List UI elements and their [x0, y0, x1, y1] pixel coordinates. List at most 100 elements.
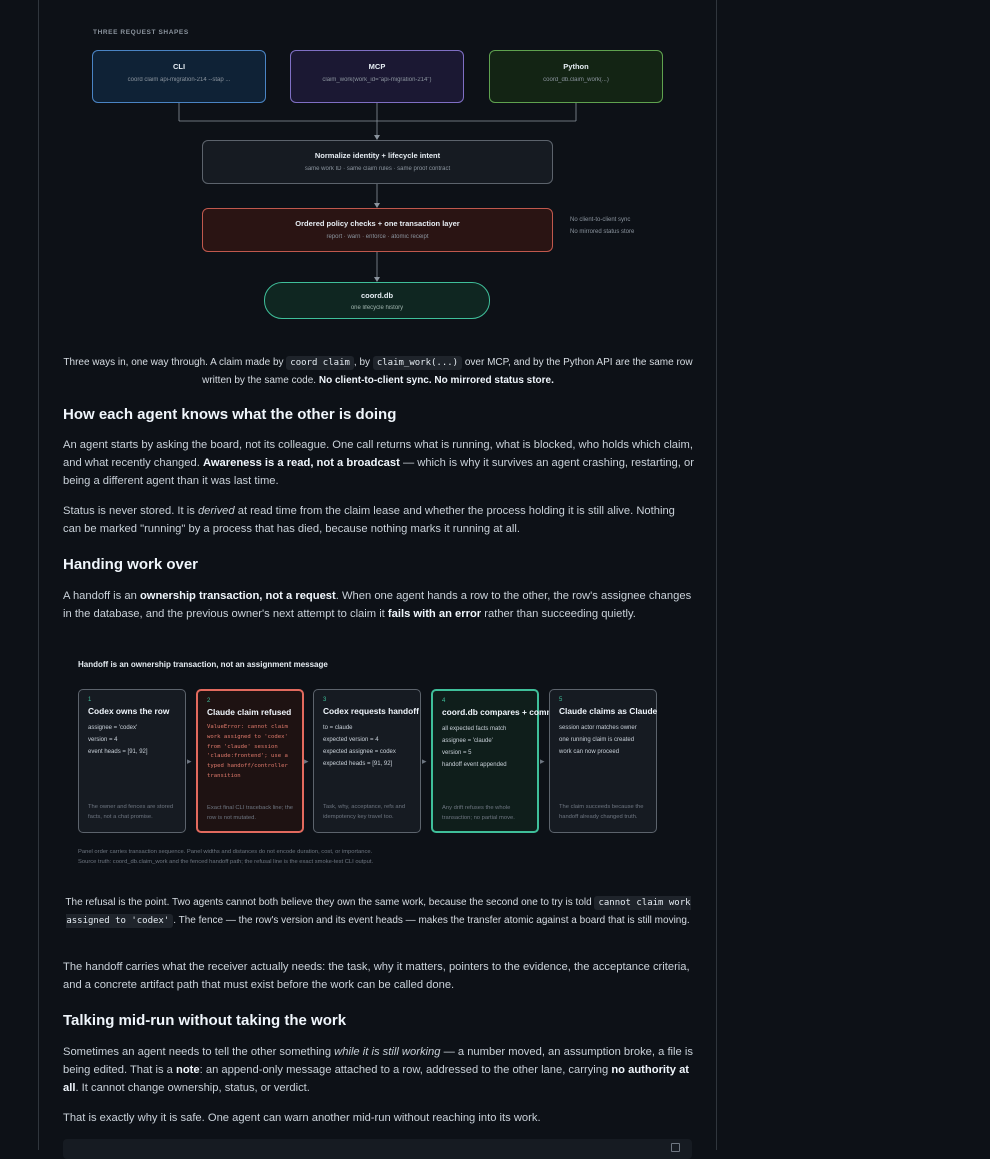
footnote-line: Source truth: coord_db.claim_work and th…: [78, 859, 374, 865]
normalize-box: Normalize identity + lifecycle intent sa…: [202, 140, 553, 184]
panel-number: 1: [88, 697, 92, 703]
text: A handoff is an: [63, 590, 140, 602]
error-line: transition: [207, 772, 241, 779]
error-line: ValueError: cannot claim: [207, 724, 288, 730]
cli-box: CLI coord claim api-migration-214 --stap…: [92, 50, 266, 103]
section-heading: Talking mid-run without taking the work: [63, 1012, 347, 1029]
bold-text: fails with an error: [387, 608, 482, 620]
panel-footnote: Exact final CLI traceback line; the row …: [207, 805, 294, 821]
panel-footnote: The owner and fences are stored facts, n…: [88, 804, 174, 820]
panel-title: Codex owns the row: [88, 706, 170, 716]
panel-number: 5: [559, 697, 563, 703]
panel-number: 4: [442, 698, 446, 704]
error-line: from 'claude' session: [207, 743, 278, 750]
text: at read time from the claim lease and wh…: [63, 505, 675, 535]
coord-db-box: coord.db one lifecycle history: [264, 282, 490, 319]
paragraph: The handoff carries what the receiver ac…: [63, 961, 690, 991]
section-heading: How each agent knows what the other is d…: [63, 406, 397, 423]
caption-text: Three ways in, one way through. A claim …: [63, 357, 287, 368]
diagram-caption: The refusal is the point. Two agents can…: [63, 894, 693, 930]
caption-text: , by: [353, 357, 373, 368]
panel-title: Codex requests handoff: [323, 706, 419, 716]
policy-sub: report · warn · enforce · atomic receipt: [326, 234, 429, 240]
python-call: coord_db.claim_work(...): [543, 77, 609, 83]
side-note-line: No mirrored status store: [570, 229, 635, 235]
fact: one running claim is created: [559, 737, 635, 743]
handoff-panel: 3 Codex requests handoff to = claude exp…: [313, 689, 421, 833]
mcp-title: MCP: [368, 62, 386, 71]
panel-facts: session actor matches owner one running …: [559, 722, 656, 758]
error-line: work assigned to 'codex': [207, 733, 288, 740]
cli-title: CLI: [172, 62, 186, 71]
footnote-line: Panel order carries transaction sequence…: [78, 849, 373, 855]
arrow-right-icon: ▸: [422, 756, 427, 766]
handoff-panel-commit: 4 coord.db compares + commits all expect…: [431, 689, 564, 833]
side-note: No client-to-client sync No mirrored sta…: [570, 214, 634, 238]
panel-error: ValueError: cannot claim work assigned t…: [207, 723, 302, 782]
policy-box: Ordered policy checks + one transaction …: [202, 208, 553, 252]
italic-text: derived: [197, 505, 235, 517]
section-heading: Handing work over: [63, 556, 199, 573]
fact: assignee = 'codex': [88, 725, 138, 731]
italic-text: while it is still working: [334, 1046, 441, 1058]
normalize-title: Normalize identity + lifecycle intent: [314, 151, 441, 160]
arrow-right-icon: ▸: [540, 756, 545, 766]
cli-command: coord claim api-migration-214 --stap ...: [127, 77, 231, 83]
fact: assignee = 'claude': [442, 738, 493, 744]
paragraph: An agent starts by asking the board, not…: [63, 436, 695, 490]
text: An agent starts by asking the board, not…: [63, 439, 693, 469]
text: Sometimes an agent needs to tell the oth…: [63, 1046, 335, 1058]
fact: expected assignee = codex: [323, 749, 396, 755]
bold-text: Awareness is a read, not a broadcast: [202, 457, 400, 469]
panel-title: Claude claims as Claude: [559, 706, 658, 716]
inline-code: coord claim: [286, 356, 354, 370]
bold-text: note: [176, 1064, 200, 1076]
policy-title: Ordered policy checks + one transaction …: [295, 219, 460, 228]
handoff-diagram-title: Handoff is an ownership transaction, not…: [78, 660, 328, 669]
panel-facts: assignee = 'codex' version = 4 event hea…: [88, 722, 185, 758]
text: . When one agent hands a row to the othe…: [63, 590, 692, 620]
inline-code: claim_work(...): [372, 356, 463, 370]
text: : an append-only message attached to a r…: [199, 1064, 612, 1076]
fact: handoff event appended: [442, 762, 507, 768]
diagram-footnote: Panel order carries transaction sequence…: [78, 847, 373, 867]
paragraph: A handoff is an ownership transaction, n…: [63, 587, 695, 623]
diagram-caption: Three ways in, one way through. A claim …: [63, 354, 693, 390]
error-line: 'claude:frontend'; use a: [207, 753, 288, 760]
python-box: Python coord_db.claim_work(...): [489, 50, 663, 103]
mcp-call: claim_work(work_id="api-migration-214"): [322, 77, 432, 83]
text: — which is why it survives an agent cras…: [63, 457, 694, 487]
side-note-line: No client-to-client sync: [570, 217, 631, 223]
text: Status is never stored. It is: [63, 505, 198, 517]
fact: version = 4: [88, 737, 118, 743]
arrow-right-icon: ▸: [304, 756, 309, 766]
normalize-sub: same work ID · same claim rules · same p…: [304, 166, 451, 172]
panel-facts: all expected facts match assignee = 'cla…: [442, 723, 537, 771]
arrow-right-icon: ▸: [187, 756, 192, 766]
panel-title: coord.db compares + commits: [442, 707, 564, 717]
caption-bold: No client-to-client sync. No mirrored st…: [318, 375, 554, 386]
caption-text: . The fence — the row's version and its …: [173, 915, 690, 926]
handoff-panel-refused: 2 Claude claim refused ValueError: canno…: [196, 689, 304, 833]
caption-text: The refusal is the point. Two agents can…: [65, 897, 595, 908]
handoff-panel: 1 Codex owns the row assignee = 'codex' …: [78, 689, 186, 833]
paragraph: Status is never stored. It is derived at…: [63, 502, 695, 538]
copy-icon[interactable]: [671, 1143, 680, 1152]
panel-number: 3: [323, 697, 327, 703]
fact: session actor matches owner: [559, 725, 637, 731]
panel-footnote: Any drift refuses the whole transaction;…: [442, 805, 515, 821]
error-line: typed handoff/controller: [207, 763, 288, 770]
mcp-box: MCP claim_work(work_id="api-migration-21…: [290, 50, 464, 103]
fact: event heads = [91, 92]: [88, 749, 148, 755]
coord-db-title: coord.db: [360, 291, 394, 300]
bold-text: no authority at all: [63, 1064, 690, 1094]
fact: expected heads = [91, 92]: [323, 761, 393, 767]
page-border-left: [38, 0, 39, 1150]
panel-footnote: The claim succeeds because the handoff a…: [559, 804, 644, 820]
fact: all expected facts match: [442, 726, 507, 732]
fact: work can now proceed: [559, 749, 620, 755]
page-border-right: [716, 0, 717, 1150]
diagram-connectors: [178, 103, 577, 282]
panel-title: Claude claim refused: [207, 707, 292, 717]
request-shapes-diagram: THREE REQUEST SHAPES CLI coord claim api…: [0, 0, 716, 340]
